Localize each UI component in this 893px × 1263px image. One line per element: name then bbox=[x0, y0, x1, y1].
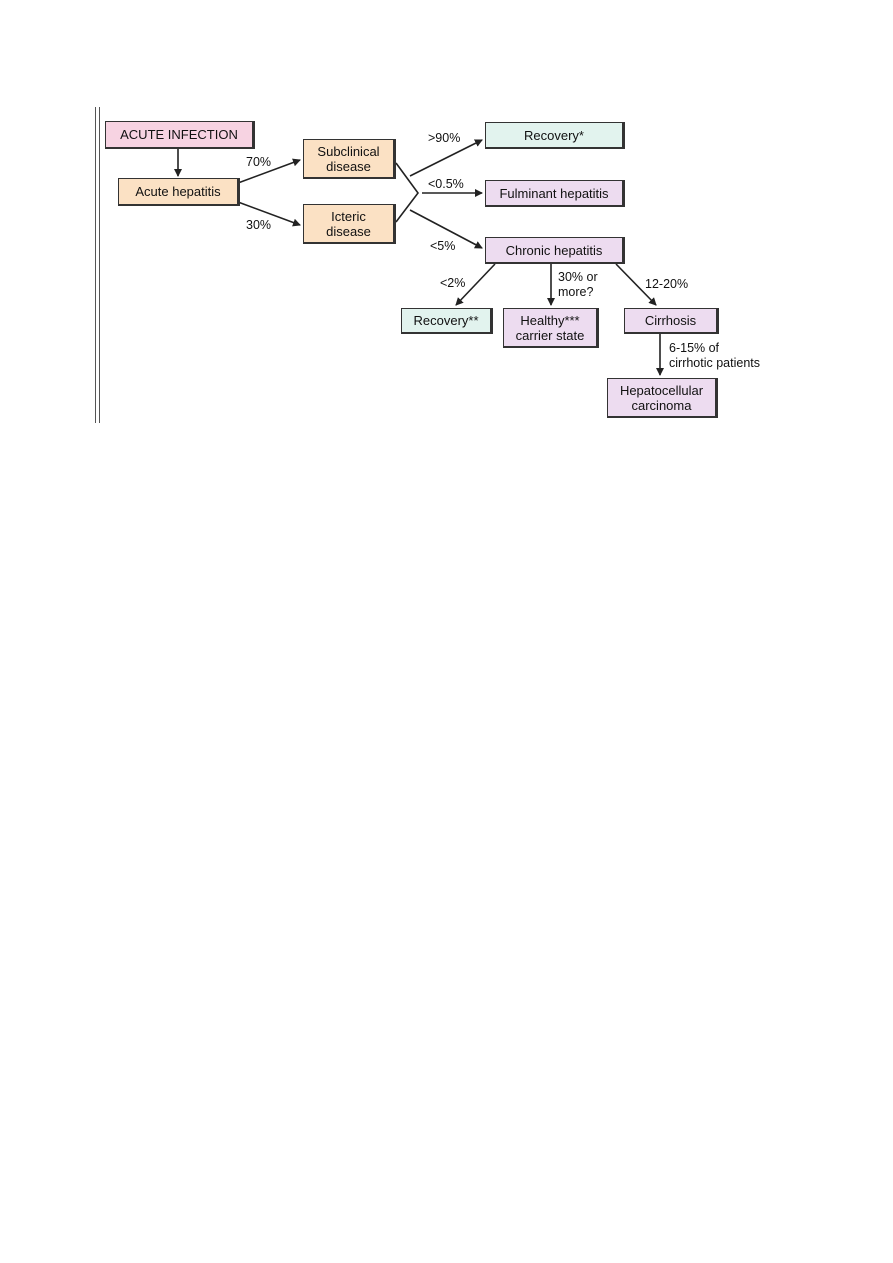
label-12-20-percent: 12-20% bbox=[645, 277, 689, 291]
page-border-line-right bbox=[99, 107, 100, 423]
label-over-90-percent: >90% bbox=[428, 131, 461, 145]
acute-infection-box: ACUTE INFECTION bbox=[105, 121, 255, 149]
acute-hepatitis-box: Acute hepatitis bbox=[118, 178, 240, 206]
icteric-disease-box: Icteric disease bbox=[303, 204, 396, 244]
healthy-carrier-state-box: Healthy*** carrier state bbox=[503, 308, 599, 348]
recovery-2-box: Recovery** bbox=[401, 308, 493, 334]
recovery-box: Recovery* bbox=[485, 122, 625, 149]
cirrhosis-box: Cirrhosis bbox=[624, 308, 719, 334]
chronic-hepatitis-box: Chronic hepatitis bbox=[485, 237, 625, 264]
merge-bracket bbox=[395, 162, 419, 223]
label-under-5-percent: <5% bbox=[430, 239, 456, 253]
arrow-chronic-to-recovery bbox=[455, 263, 496, 306]
arrow-to-chronic bbox=[409, 209, 483, 249]
label-under-2-percent: <2% bbox=[440, 276, 466, 290]
label-70-percent: 70% bbox=[246, 155, 272, 169]
fulminant-hepatitis-box: Fulminant hepatitis bbox=[485, 180, 625, 207]
arrow-chronic-to-cirrhosis bbox=[615, 263, 657, 306]
label-30-percent-or-more: 30% or more? bbox=[558, 270, 598, 299]
subclinical-disease-box: Subclinical disease bbox=[303, 139, 396, 179]
arrow-hepatitis-to-icteric bbox=[237, 201, 301, 227]
label-under-0-5-percent: <0.5% bbox=[428, 177, 464, 191]
hepatocellular-carcinoma-box: Hepatocellular carcinoma bbox=[607, 378, 718, 418]
arrow-hepatitis-to-subclinical bbox=[237, 158, 301, 184]
arrow-to-recovery bbox=[409, 139, 483, 177]
label-6-15-percent-cirrhotic: 6-15% of cirrhotic patients bbox=[669, 341, 761, 370]
label-30-percent: 30% bbox=[246, 218, 272, 232]
page-border-line-left bbox=[95, 107, 96, 423]
